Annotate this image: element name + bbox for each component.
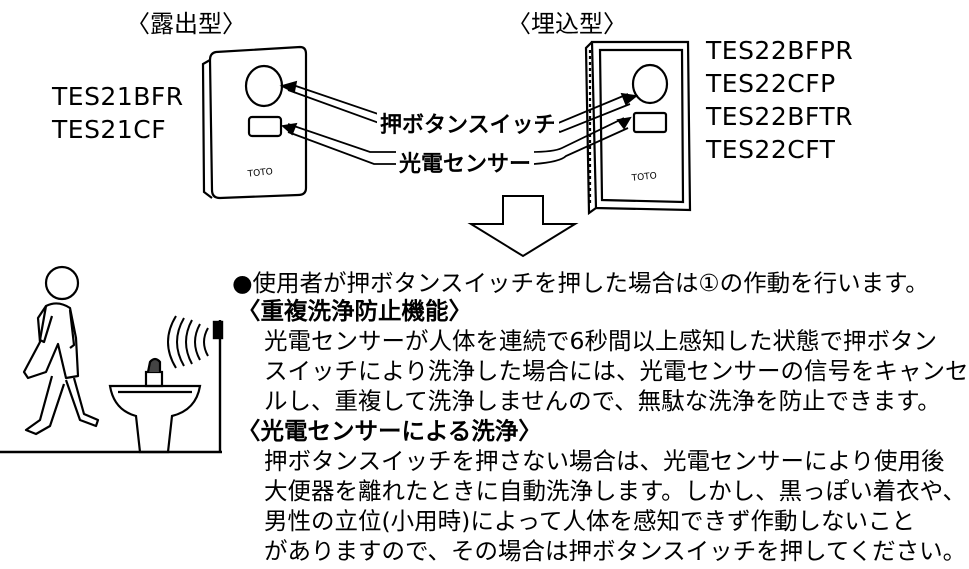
toilet-illustration [108,357,202,454]
paragraph-line: 男性の立位(小用時)によって人体を感知できず作動しないこと [264,507,915,535]
paragraph-line: 光電センサーが人体を連続で6秒間以上感知した状態で押ボタン [264,327,937,355]
wall-and-floor [0,320,224,454]
down-arrow [467,195,579,258]
lead-sentence: ●使用者が押ボタンスイッチを押した場合は①の作動を行います。 [232,269,929,297]
model-number: TES21BFR [52,82,184,111]
paragraph-line: がありますので、その場合は押ボタンスイッチを押してください。 [264,537,967,565]
paragraph-line: ルし、重複して洗浄しませんので、無駄な洗浄を防止できます。 [264,387,941,415]
paragraph-line: スイッチにより洗浄した場合には、光電センサーの信号をキャンセ [264,357,969,385]
exposed-type-device: TOTO [201,45,308,200]
section-heading-sensor-flush: 〈光電センサーによる洗浄〉 [237,417,542,445]
model-number: TES21CF [52,115,167,144]
sensor-waves [167,315,209,369]
model-number: TES22CFP [706,69,836,98]
brand-mark-exposed: TOTO [246,167,273,180]
paragraph-line: 大便器を離れたときに自動洗浄します。しかし、黒っぽい着衣や、 [264,477,966,505]
model-number: TES22BFTR [706,102,853,131]
section-body-sensor-flush: 押ボタンスイッチを押さない場合は、光電センサーにより使用後 大便器を離れたときに… [264,446,966,566]
exposed-type-caption: 〈露出型〉 [126,10,246,38]
section-body-double-flush-prevention: 光電センサーが人体を連続で6秒間以上感知した状態で押ボタン スイッチにより洗浄し… [264,326,969,416]
pushbutton-label: 押ボタンスイッチ [377,107,559,139]
section-heading-double-flush-prevention: 〈重複洗浄防止機能〉 [237,297,472,325]
exposed-model-list: TES21BFR TES21CF [52,80,184,146]
model-number: TES22BFPR [706,36,854,65]
brand-mark-embedded: TOTO [630,171,657,184]
sensor-label: 光電センサー [396,146,535,178]
embedded-type-device: TOTO [584,40,692,216]
person-illustration [22,265,100,436]
embedded-type-caption: 〈埋込型〉 [507,10,627,38]
embedded-model-list: TES22BFPR TES22CFP TES22BFTR TES22CFT [706,34,853,166]
paragraph-line: 押ボタンスイッチを押さない場合は、光電センサーにより使用後 [264,447,945,475]
model-number: TES22CFT [706,135,836,164]
